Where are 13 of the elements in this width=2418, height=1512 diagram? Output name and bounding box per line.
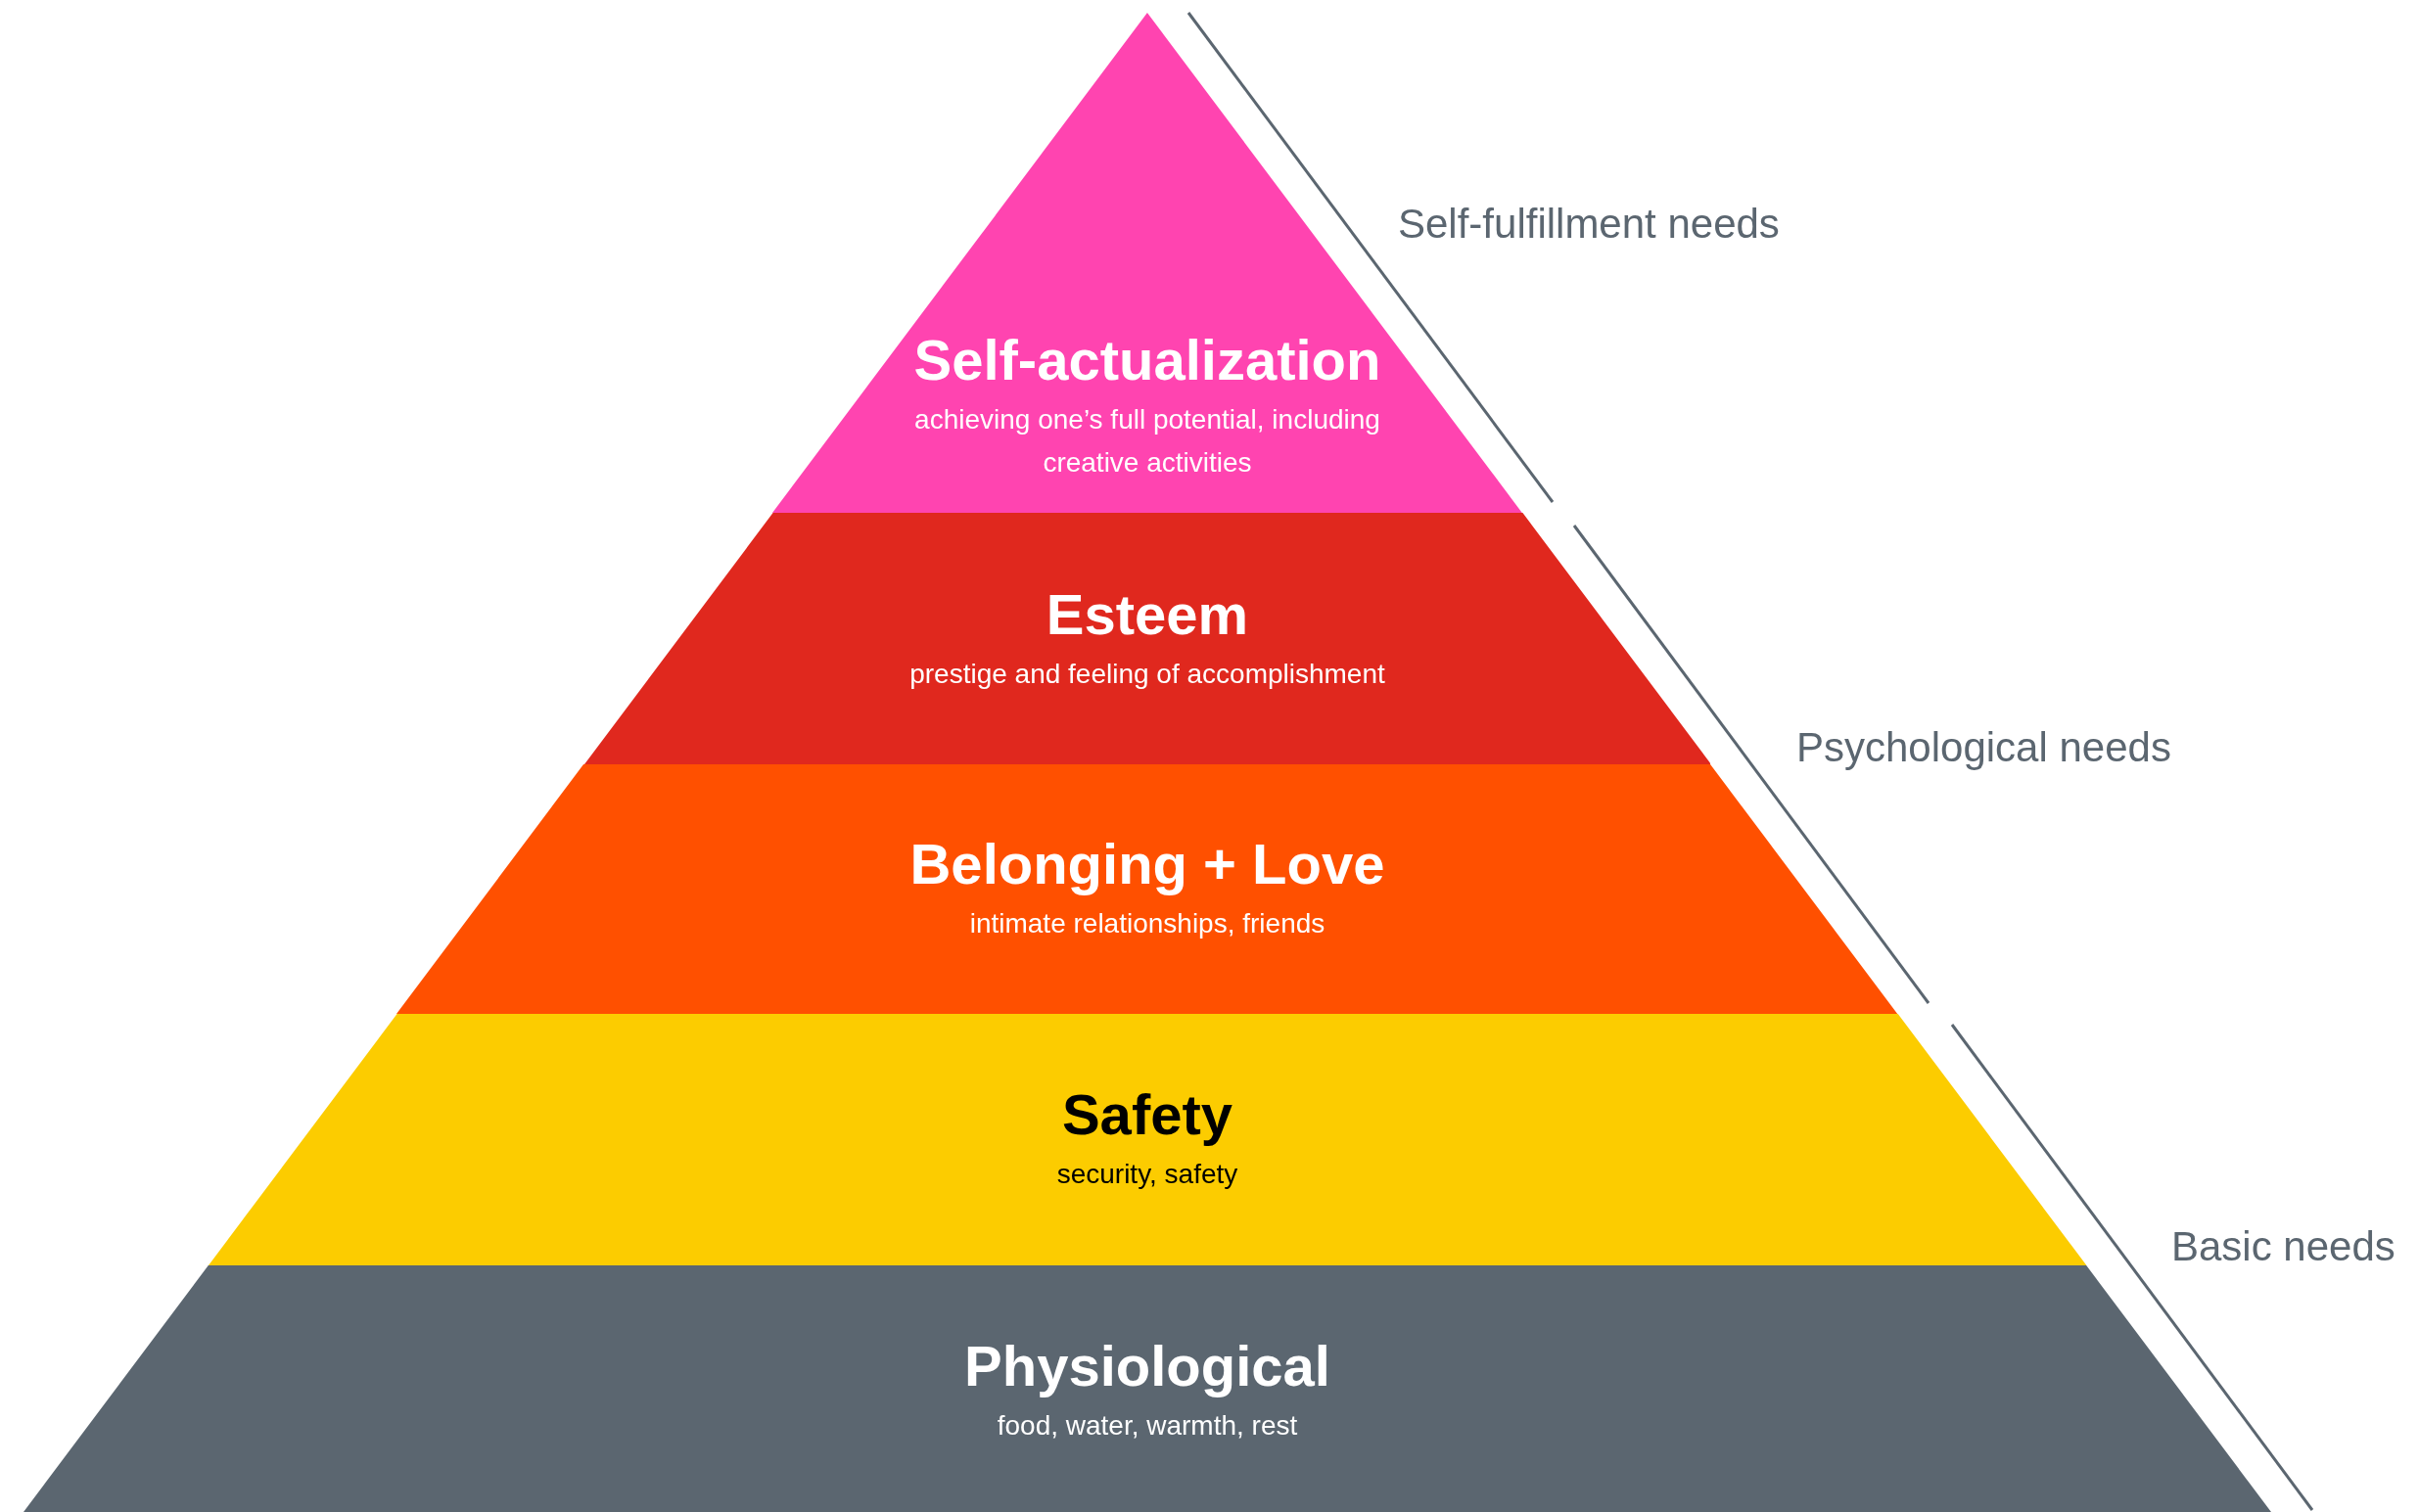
tier-title: Self-actualization (913, 328, 1381, 392)
tier-description: intimate relationships, friends (969, 907, 1325, 940)
tier-description: achieving one’s full potential, including creative activities (913, 403, 1381, 480)
tier-title: Safety (1061, 1082, 1233, 1147)
tier-title: Physiological (964, 1334, 1330, 1398)
tier-title: Esteem (1046, 582, 1249, 647)
tier-title: Belonging + Love (909, 832, 1385, 896)
bracket-label: Basic needs (2171, 1223, 2395, 1270)
tier-description: prestige and feeling of accomplishment (909, 658, 1385, 691)
tier-description: security, safety (1056, 1158, 1238, 1191)
bracket-label: Psychological needs (1796, 724, 2171, 771)
bracket-label: Self-fulfillment needs (1398, 201, 1780, 248)
tier-description: food, water, warmth, rest (997, 1409, 1298, 1443)
